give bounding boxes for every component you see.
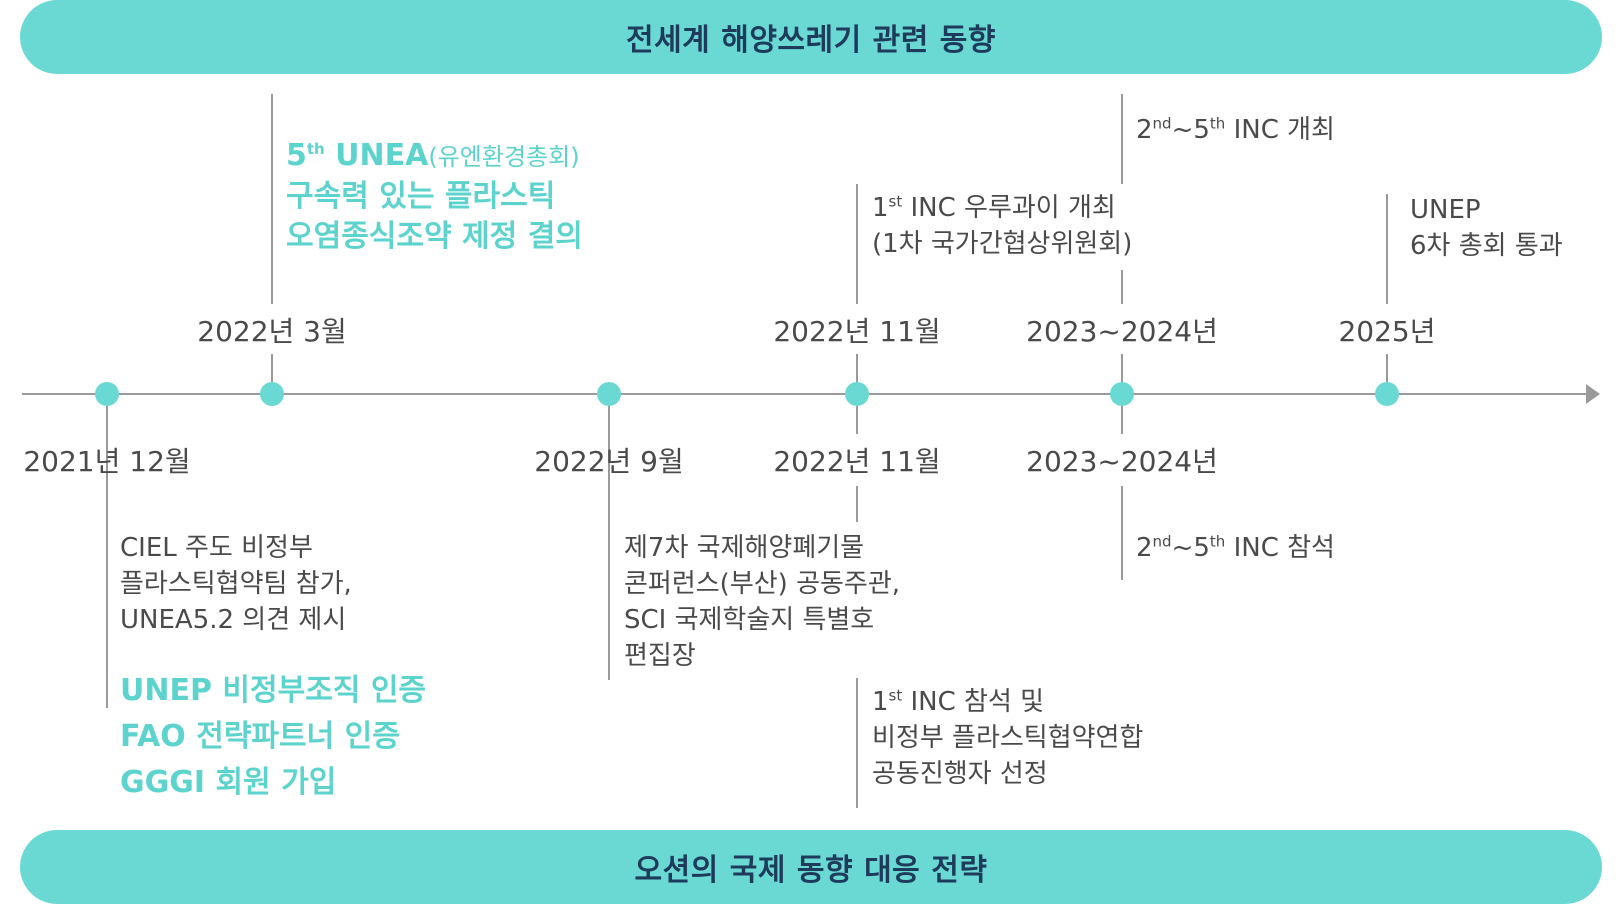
inc1-ordinal: 1 xyxy=(872,193,889,223)
inc2-5-attend-line: 2nd~5th INC 참석 xyxy=(1136,530,1335,566)
connector-line-2023-upper-b xyxy=(1121,270,1123,304)
inc2-5-note: 2nd~5th INC 개최 xyxy=(1136,112,1335,148)
unea-note: 5th UNEA(유엔환경총회) 구속력 있는 플라스틱 오염종식조약 제정 결… xyxy=(286,136,583,257)
inc1-line2: (1차 국가간협상위원회) xyxy=(872,229,1133,259)
ciel-highlight-unep: UNEP 비정부조직 인증 xyxy=(120,673,427,708)
inc2-5-ord-a-suffix: nd xyxy=(1152,114,1172,133)
inc2-5-line: 2nd~5th INC 개최 xyxy=(1136,112,1335,148)
connector-line-2022-09 xyxy=(608,406,610,680)
ciel-line2: 플라스틱협약팀 참가, xyxy=(120,569,352,599)
milestone-dot-2023-2024 xyxy=(1110,382,1134,406)
timeline-axis xyxy=(22,393,1590,395)
date-label-2022-03: 2022년 3월 xyxy=(197,315,347,348)
date-label-2023-2024-top: 2023~2024년 xyxy=(1026,315,1218,348)
conference-line1: 제7차 국제해양폐기물 xyxy=(624,533,865,563)
connector-line-2023-below-axis xyxy=(1121,406,1123,434)
inc2-5-attend-rest: INC 참석 xyxy=(1225,533,1335,563)
inc1-line1-rest: INC 우루과이 개최 xyxy=(902,193,1116,223)
unea-ordinal-suffix: th xyxy=(306,140,325,158)
milestone-dot-2022-11 xyxy=(845,382,869,406)
inc1-attend-line2: 비정부 플라스틱협약연합 xyxy=(872,723,1144,753)
connector-line-2022-11-upper xyxy=(856,184,858,304)
connector-line-2022-03-lower xyxy=(271,354,273,384)
footer-banner: 오션의 국제 동향 대응 전략 xyxy=(20,830,1602,904)
inc1-note: 1st INC 우루과이 개최 (1차 국가간협상위원회) xyxy=(872,190,1132,262)
header-banner: 전세계 해양쓰레기 관련 동향 xyxy=(20,0,1602,74)
ciel-highlight-gggi: GGGI 회원 가입 xyxy=(120,765,337,800)
connector-line-2023-mid xyxy=(1121,354,1123,384)
inc1-attend-line1-rest: INC 참석 및 xyxy=(902,687,1045,717)
milestone-dot-2021-12 xyxy=(95,382,119,406)
connector-line-2022-03-upper xyxy=(271,94,273,304)
connector-line-2025-upper xyxy=(1386,194,1388,304)
ciel-note: CIEL 주도 비정부 플라스틱협약팀 참가, UNEA5.2 의견 제시 xyxy=(120,530,352,638)
ciel-highlight-fao: FAO 전략파트너 인증 xyxy=(120,719,400,754)
unea-line2: 구속력 있는 플라스틱 xyxy=(286,179,556,214)
inc1-ordinal-suffix: st xyxy=(888,192,903,211)
unep-note: UNEP 6차 총회 통과 xyxy=(1410,192,1563,264)
conference-note: 제7차 국제해양폐기물 콘퍼런스(부산) 공동주관, SCI 국제학술지 특별호… xyxy=(624,530,900,674)
inc1-attend-line3: 공동진행자 선정 xyxy=(872,759,1048,789)
date-label-2022-11-top: 2022년 11월 xyxy=(773,315,941,348)
conference-line3: SCI 국제학술지 특별호 xyxy=(624,605,875,635)
unep-line1: UNEP xyxy=(1410,195,1481,225)
inc2-5-ord-a: 2 xyxy=(1136,115,1153,145)
unep-line2: 6차 총회 통과 xyxy=(1410,231,1563,261)
date-label-2023-2024-bottom: 2023~2024년 xyxy=(1026,445,1218,478)
connector-line-2022-11-below-axis xyxy=(856,406,858,434)
inc2-5-tilde: ~ xyxy=(1171,115,1194,145)
unea-title: 5th UNEA(유엔환경총회) xyxy=(286,136,583,177)
inc1-attend-line1: 1st INC 참석 및 xyxy=(872,684,1143,720)
inc1-attend-note: 1st INC 참석 및 비정부 플라스틱협약연합 공동진행자 선정 xyxy=(872,684,1143,792)
ciel-line1: CIEL 주도 비정부 xyxy=(120,533,313,563)
date-label-2022-09: 2022년 9월 xyxy=(534,445,684,478)
connector-line-2021-12 xyxy=(106,406,108,708)
inc2-5-attend-ord-a-suffix: nd xyxy=(1152,532,1172,551)
inc1-attend-ordinal-suffix: st xyxy=(888,686,903,705)
inc2-5-attend-ord-b: 5 xyxy=(1193,533,1210,563)
ciel-line3: UNEA5.2 의견 제시 xyxy=(120,605,347,635)
date-label-2022-11-bottom: 2022년 11월 xyxy=(773,445,941,478)
milestone-dot-2025 xyxy=(1375,382,1399,406)
connector-line-2025-mid xyxy=(1386,354,1388,384)
ciel-highlights: UNEP 비정부조직 인증 FAO 전략파트너 인증 GGGI 회원 가입 xyxy=(120,668,426,806)
unea-subtitle: (유엔환경총회) xyxy=(428,143,580,171)
date-label-2021-12: 2021년 12월 xyxy=(23,445,191,478)
connector-line-2023-upper-a xyxy=(1121,94,1123,184)
inc2-5-ord-b-suffix: th xyxy=(1209,114,1226,133)
unea-ordinal: 5 xyxy=(286,138,307,173)
conference-line4: 편집장 xyxy=(624,641,696,671)
inc2-5-attend-note: 2nd~5th INC 참석 xyxy=(1136,530,1335,566)
conference-line2: 콘퍼런스(부산) 공동주관, xyxy=(624,569,901,599)
header-title: 전세계 해양쓰레기 관련 동향 xyxy=(625,23,997,58)
milestone-dot-2022-03 xyxy=(260,382,284,406)
inc2-5-attend-ord-b-suffix: th xyxy=(1209,532,1226,551)
inc2-5-ord-b: 5 xyxy=(1193,115,1210,145)
timeline-arrow-icon xyxy=(1586,384,1600,404)
inc1-line1: 1st INC 우루과이 개최 xyxy=(872,190,1132,226)
unea-name: UNEA xyxy=(324,138,429,173)
unea-line3: 오염종식조약 제정 결의 xyxy=(286,219,583,254)
connector-line-2023-bottom xyxy=(1121,486,1123,580)
footer-title: 오션의 국제 동향 대응 전략 xyxy=(634,853,988,888)
inc2-5-attend-tilde: ~ xyxy=(1171,533,1194,563)
inc1-attend-ordinal: 1 xyxy=(872,687,889,717)
inc2-5-attend-ord-a: 2 xyxy=(1136,533,1153,563)
connector-line-2022-11-bottom-a xyxy=(856,486,858,522)
connector-line-2022-11-mid xyxy=(856,354,858,384)
connector-line-2022-11-bottom-b xyxy=(856,678,858,808)
inc2-5-rest: INC 개최 xyxy=(1225,115,1335,145)
milestone-dot-2022-09 xyxy=(597,382,621,406)
date-label-2025: 2025년 xyxy=(1338,315,1436,348)
